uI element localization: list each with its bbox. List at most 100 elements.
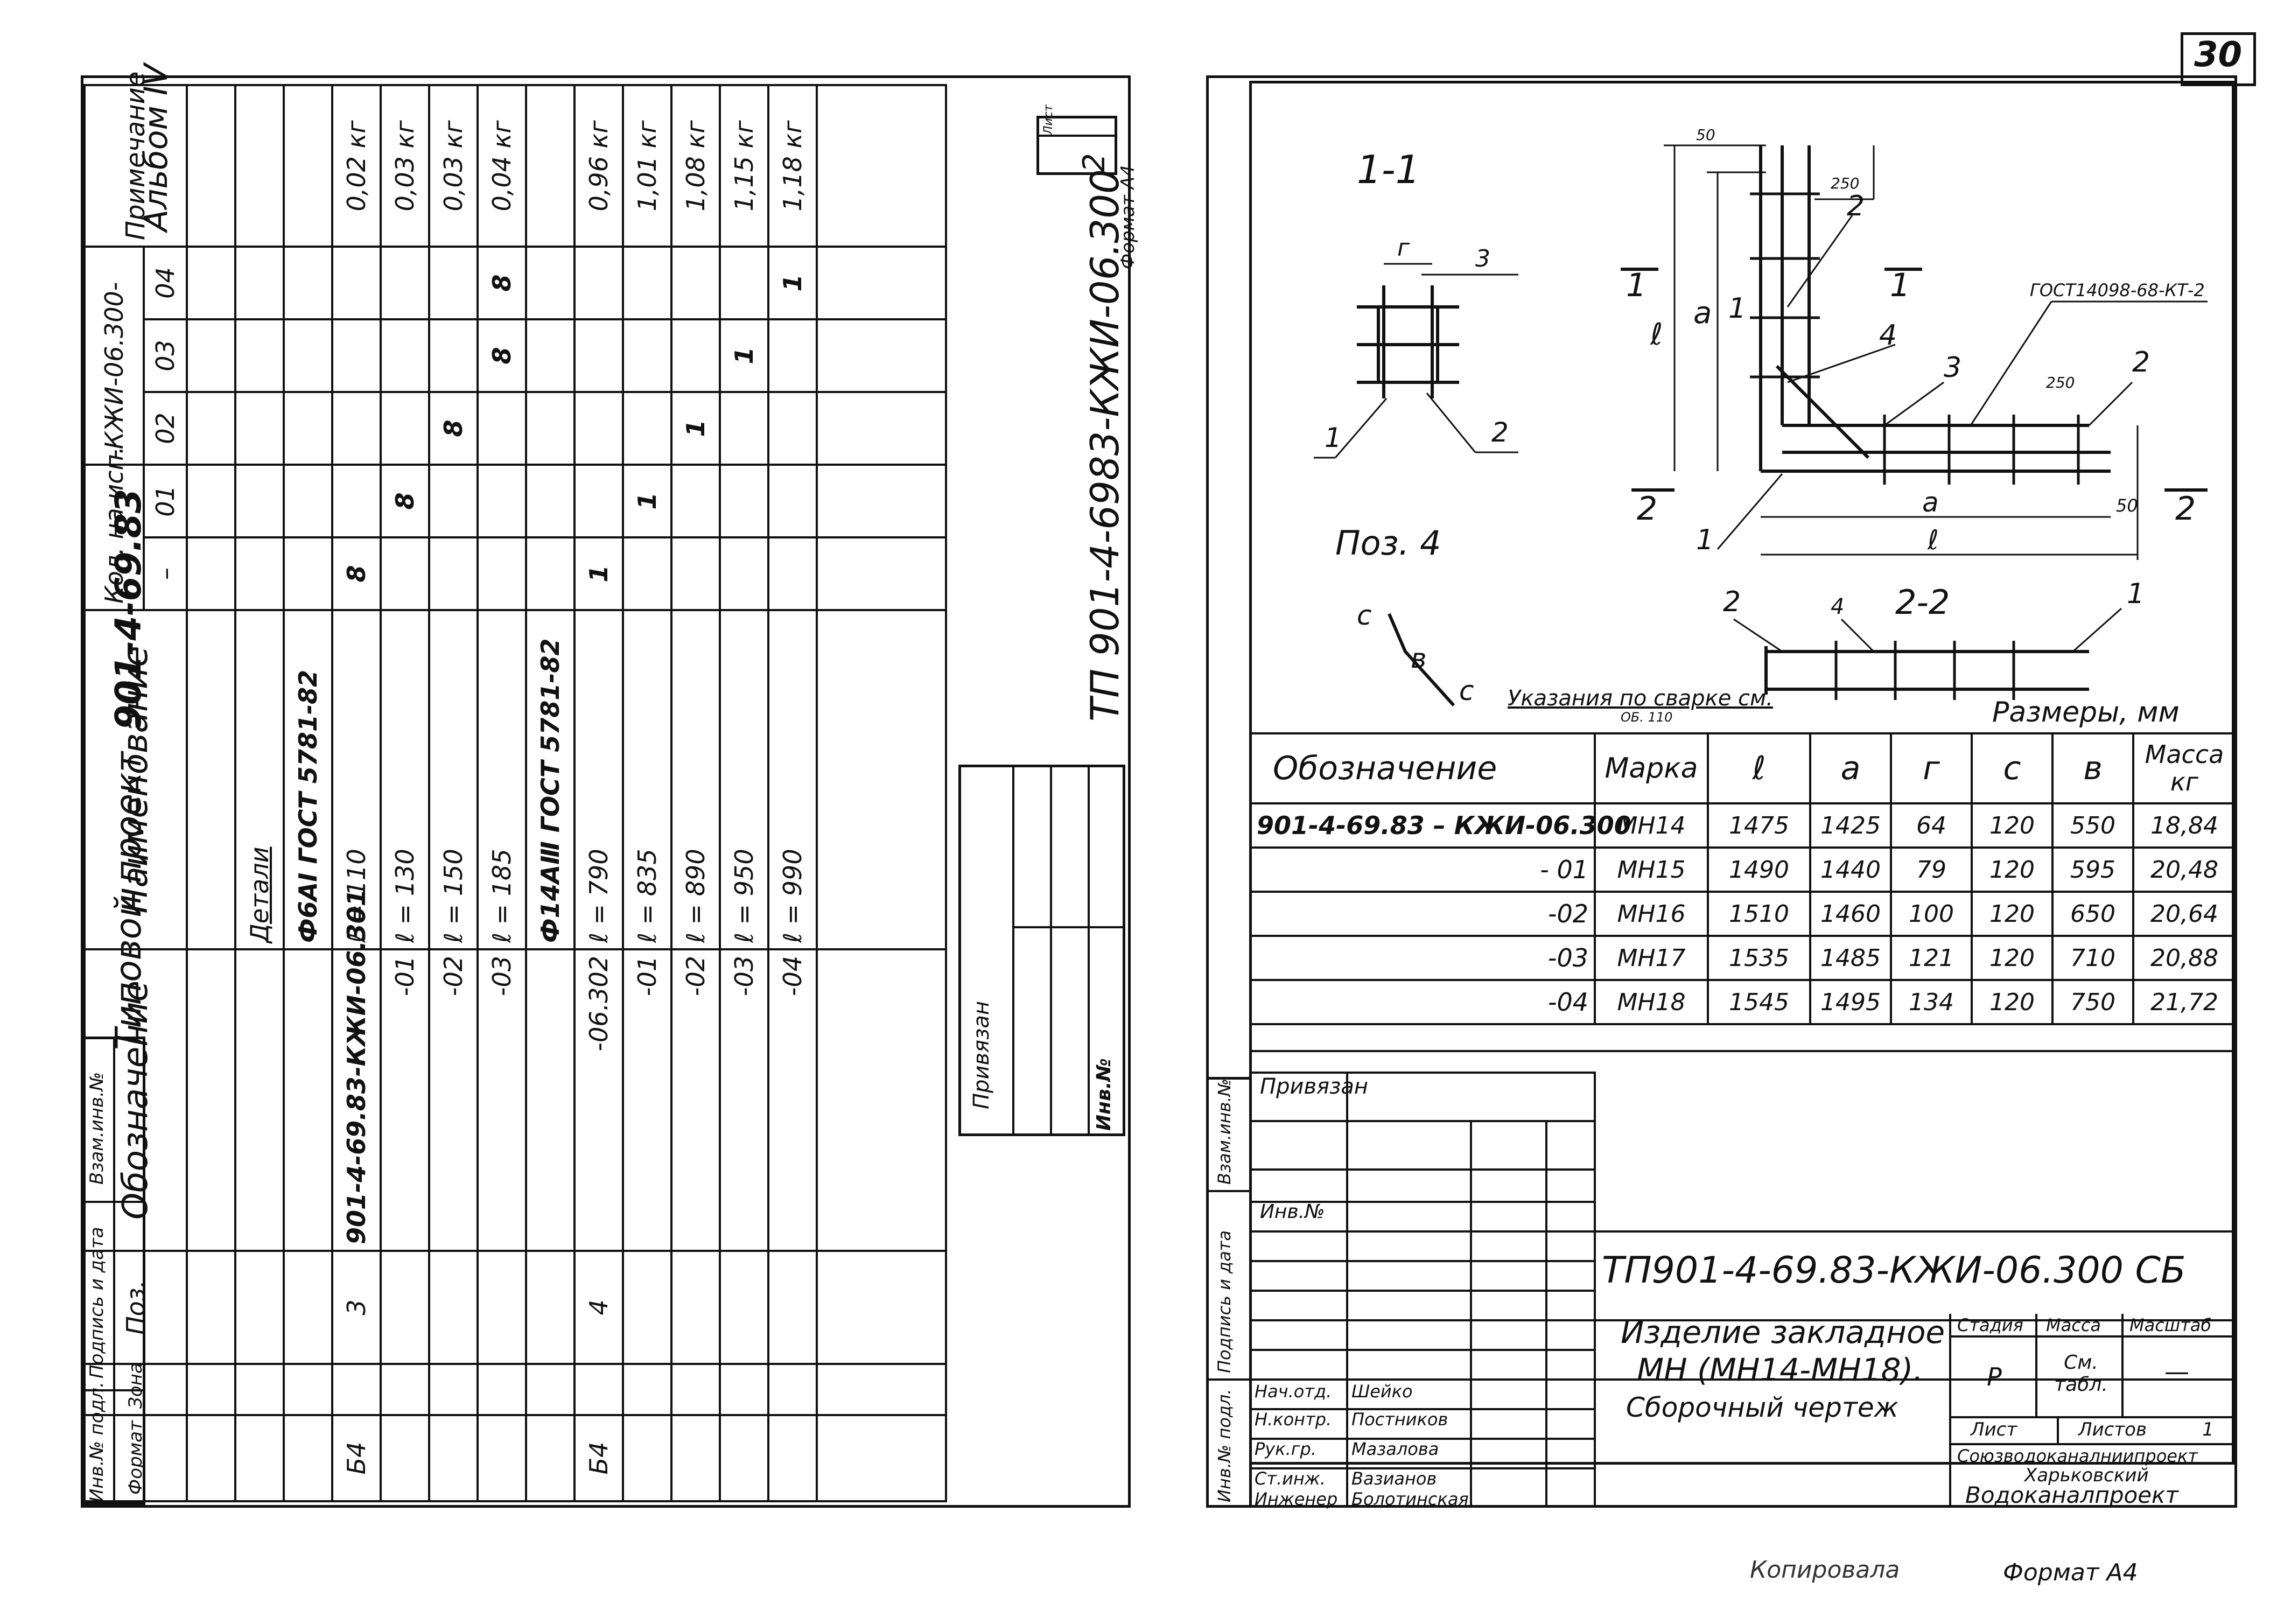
tb-person-name: Болотинская xyxy=(1351,1489,1469,1509)
project-label: Типовой проект xyxy=(108,751,149,1050)
label-sec22-4: 4 xyxy=(1831,594,1844,619)
tb-grid-h5 xyxy=(1249,1260,1594,1262)
left-sheet-box-line xyxy=(1036,135,1117,137)
spec-cell-qty xyxy=(623,392,671,465)
size-head-mass: Масса кг xyxy=(2132,732,2237,804)
size-cell: 1425 xyxy=(1809,802,1892,849)
spec-cell-note: 1,15 кг xyxy=(720,85,768,247)
label-pos4-c-bottom: с xyxy=(1459,675,1474,706)
tb-grid-v9 xyxy=(2057,1416,2059,1443)
tb-doc-code: ТП901-4-69.83-КЖИ-06.300 СБ xyxy=(1602,1249,2186,1292)
spec-cell-format xyxy=(381,1415,429,1501)
spec-cell-format: Б4 xyxy=(574,1415,623,1501)
label-section-2-2: 2-2 xyxy=(1895,583,1950,622)
spec-table: Формат Зона Поз. Обозначение Наименовани… xyxy=(83,72,947,1502)
spec-cell-name: ℓ = 835 xyxy=(623,610,671,949)
spec-cell-qty xyxy=(235,392,284,465)
tb-grid-h6 xyxy=(1249,1290,1594,1292)
spec-cell-name: Ф6АⅠ ГОСТ 5781-82 xyxy=(284,610,332,949)
spec-cell-qty xyxy=(381,537,429,610)
spec-cell-note: 0,03 кг xyxy=(381,85,429,247)
tb-stage-label: Стадия xyxy=(1957,1315,2023,1335)
tb-top-line xyxy=(1249,1050,2234,1052)
label-dim-250-right: 250 xyxy=(2046,374,2075,391)
spec-cell-designation: -02 xyxy=(429,949,478,1251)
sec22-leader-4 xyxy=(1840,618,1875,653)
size-head-l: ℓ xyxy=(1707,732,1811,804)
spec-cell-name: ℓ = 150 xyxy=(429,610,478,949)
tb-person-name: Мазалова xyxy=(1351,1439,1439,1459)
size-cell: 120 xyxy=(1971,979,2054,1025)
spec-cell-qty: 1 xyxy=(574,537,623,610)
size-cell: 79 xyxy=(1890,846,1973,893)
size-cell: МН18 xyxy=(1594,979,1709,1025)
spec-cell-pos xyxy=(478,1251,526,1364)
spec-cell-name xyxy=(187,610,235,949)
size-cell: 20,64 xyxy=(2132,891,2237,937)
spec-cell-qty: 8 xyxy=(332,537,381,610)
spec-cell-note xyxy=(526,85,574,247)
spec-cell-zone xyxy=(768,1364,817,1415)
right-page-frame xyxy=(1206,75,2237,1508)
tb-grid-h12 xyxy=(1249,1467,1594,1469)
size-cell: 18,84 xyxy=(2132,802,2237,849)
tb-person-role: Нач.отд. xyxy=(1255,1381,1332,1402)
tb-grid-h4 xyxy=(1249,1230,2234,1233)
label-section-1-1: 1-1 xyxy=(1357,147,1420,192)
spec-cell-designation: -04 xyxy=(768,949,817,1251)
tb-org-2: Харьковский xyxy=(2024,1465,2149,1486)
tb-person-name: Постников xyxy=(1351,1409,1448,1430)
spec-cell-note xyxy=(284,85,332,247)
tb-person-role: Рук.гр. xyxy=(1255,1439,1317,1459)
spec-cell-format xyxy=(623,1415,671,1501)
footer-format: Формат А4 xyxy=(2003,1559,2138,1586)
qty-col-2: 02 xyxy=(144,392,187,465)
label-pos-3: 3 xyxy=(1944,352,1961,384)
spec-cell-format xyxy=(235,1415,284,1501)
size-cell: 710 xyxy=(2051,935,2134,981)
tb-stage-value: Р xyxy=(1987,1362,2002,1391)
spec-cell-pos xyxy=(235,1251,284,1364)
spec-cell-qty: 1 xyxy=(671,392,720,465)
left-bind-stamp-divider-1 xyxy=(1012,765,1014,1136)
tb-grid-h1 xyxy=(1249,1120,1594,1122)
col-header-qty-suffix: -КЖИ-06.300- xyxy=(85,247,144,465)
spec-cell-qty xyxy=(429,537,478,610)
label-pos-2-right: 2 xyxy=(2132,346,2150,379)
size-head-designation: Обозначение xyxy=(1249,732,1596,804)
spec-cell-note: 0,04 кг xyxy=(478,85,526,247)
spec-cell-qty xyxy=(235,247,284,319)
left-stamp-vzam: Взам.инв.№ xyxy=(86,1072,108,1185)
right-side-stamp-line-2 xyxy=(1206,1378,1252,1381)
spec-cell-qty: 8 xyxy=(429,392,478,465)
size-cell: 120 xyxy=(1971,846,2054,893)
spec-cell-qty xyxy=(478,537,526,610)
spec-cell-qty xyxy=(187,319,235,392)
spec-cell-qty xyxy=(623,319,671,392)
tb-person-name: Вазианов xyxy=(1351,1468,1437,1489)
spec-cell-qty xyxy=(381,319,429,392)
spec-cell-pos: 4 xyxy=(574,1251,623,1364)
tb-privyazan: Привязан xyxy=(1260,1074,1369,1099)
tb-person-role: Ст.инж. xyxy=(1255,1468,1326,1489)
spec-cell-zone xyxy=(235,1364,284,1415)
spec-cell-format xyxy=(526,1415,574,1501)
size-cell: 100 xyxy=(1890,891,1973,937)
tb-grid-h0 xyxy=(1249,1072,1594,1074)
project-code: 901-4-69.83 xyxy=(108,488,149,730)
right-stamp-vzam: Взам.инв.№ xyxy=(1214,1079,1235,1185)
spec-cell-pos xyxy=(720,1251,768,1364)
spec-cell-qty xyxy=(526,465,574,537)
label-sec11-2: 2 xyxy=(1491,417,1509,448)
tb-grid-h2 xyxy=(1249,1168,1594,1171)
spec-cell-qty xyxy=(235,537,284,610)
size-cell: 121 xyxy=(1890,935,1973,981)
spec-cell-qty xyxy=(381,392,429,465)
size-cell: 1545 xyxy=(1707,979,1811,1025)
tb-grid-h14 xyxy=(1949,1335,2234,1338)
qty-col-3: 03 xyxy=(144,319,187,392)
